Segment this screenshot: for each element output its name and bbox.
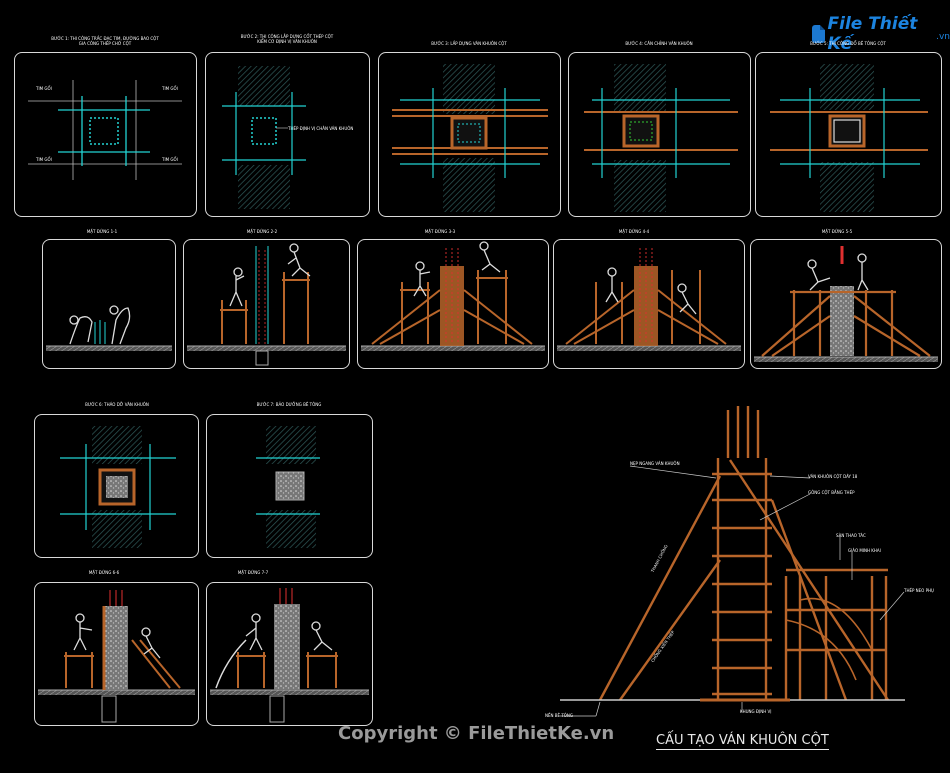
section-caption-1: MẶT ĐỨNG 1-1 xyxy=(86,229,118,234)
plan-caption-6: BƯỚC 6: THÁO DỠ VÁN KHUÔN xyxy=(85,402,149,407)
section-7-drawing xyxy=(210,588,369,723)
detail-label-anchor: KHUNG ĐỊNH VỊ xyxy=(740,709,772,714)
plan-panel-5 xyxy=(755,52,942,217)
detail-label-bracing: GÔNG CỘT BẰNG THÉP xyxy=(808,490,855,495)
section-caption-2: MẶT ĐỨNG 2-2 xyxy=(246,229,278,234)
section-panel-7 xyxy=(206,582,373,726)
section-panel-4 xyxy=(553,239,745,369)
plan-7-drawing xyxy=(256,426,320,548)
copyright-watermark: Copyright © FileThietKe.vn xyxy=(338,723,615,744)
plan-2-drawing xyxy=(222,66,306,209)
section-panel-2 xyxy=(183,239,350,369)
section-caption-4: MẶT ĐỨNG 4-4 xyxy=(618,229,650,234)
section-6-drawing xyxy=(38,590,195,723)
section-1-drawing xyxy=(46,305,172,351)
section-5-drawing xyxy=(754,246,938,362)
plan-panel-1 xyxy=(14,52,197,217)
logo-domain: .vn xyxy=(936,31,950,42)
detail-label-top-left: NẸP NGANG VÁN KHUÔN xyxy=(630,461,680,466)
section-panel-5 xyxy=(750,239,942,369)
tag-thep-dinh-vi: THÉP ĐỊNH VỊ CHÂN VÁN KHUÔN xyxy=(288,126,354,131)
plan-panel-2 xyxy=(205,52,370,217)
file-icon xyxy=(812,25,825,43)
plan-panel-7 xyxy=(206,414,373,558)
plan-caption-5: BƯỚC 5: THI CÔNG ĐỔ BÊ TÔNG CỘT xyxy=(810,41,886,46)
detail-label-form-panel: VÁN KHUÔN CỘT DÀY 18 xyxy=(808,474,858,479)
logo-text: File Thiết Kế xyxy=(827,14,918,54)
plan-caption-7: BƯỚC 7: BẢO DƯỠNG BÊ TÔNG xyxy=(256,402,322,407)
tag-tim-goi-4: TIM GỐI xyxy=(162,157,178,162)
tag-tim-goi-1: TIM GỐI xyxy=(36,86,52,91)
plan-panel-6 xyxy=(34,414,199,558)
plan-3-drawing xyxy=(392,64,548,212)
plan-panel-4 xyxy=(568,52,751,217)
formwork-detail-drawing xyxy=(560,406,905,717)
section-panel-1 xyxy=(42,239,176,369)
detail-label-prop-right: THÉP NEO PHỤ xyxy=(904,588,934,593)
plan-caption-2: BƯỚC 2: THI CÔNG LẮP DỰNG CỐT THÉP CỘT K… xyxy=(240,34,334,44)
plan-6-drawing xyxy=(60,426,176,548)
section-4-drawing xyxy=(557,248,741,351)
plan-panel-3 xyxy=(378,52,561,217)
plan-caption-1: BƯỚC 1: THI CÔNG TRẮC ĐẠC TIM, ĐƯỜNG BAO… xyxy=(51,36,159,46)
detail-label-ground-left: NỀN BÊ TÔNG xyxy=(545,713,574,718)
section-caption-5: MẶT ĐỨNG 5-5 xyxy=(821,229,853,234)
plan-caption-4: BƯỚC 4: CĂN CHỈNH VÁN KHUÔN xyxy=(625,41,693,46)
plan-1-drawing xyxy=(28,80,182,180)
section-panel-6 xyxy=(34,582,199,726)
section-2-drawing xyxy=(187,243,346,366)
section-caption-3: MẶT ĐỨNG 3-3 xyxy=(424,229,456,234)
detail-title: CẤU TẠO VÁN KHUÔN CỘT xyxy=(656,733,829,750)
tag-tim-goi-3: TIM GỐI xyxy=(36,157,52,162)
section-caption-6: MẶT ĐỨNG 6-6 xyxy=(88,570,120,575)
detail-label-platform: SÀN THAO TÁC xyxy=(836,533,866,538)
plan-caption-3: BƯỚC 3: LẮP DỰNG VÁN KHUÔN CỘT xyxy=(431,41,507,46)
tag-tim-goi-2: TIM GỐI xyxy=(162,86,178,91)
section-3-drawing xyxy=(361,241,545,351)
plan-4-drawing xyxy=(584,64,738,212)
section-caption-7: MẶT ĐỨNG 7-7 xyxy=(237,570,269,575)
section-panel-3 xyxy=(357,239,549,369)
detail-label-scaffold: GIÁO MINH KHAI xyxy=(848,548,881,553)
plan-5-drawing xyxy=(770,64,928,212)
site-logo: File Thiết Kế .vn xyxy=(812,14,950,54)
